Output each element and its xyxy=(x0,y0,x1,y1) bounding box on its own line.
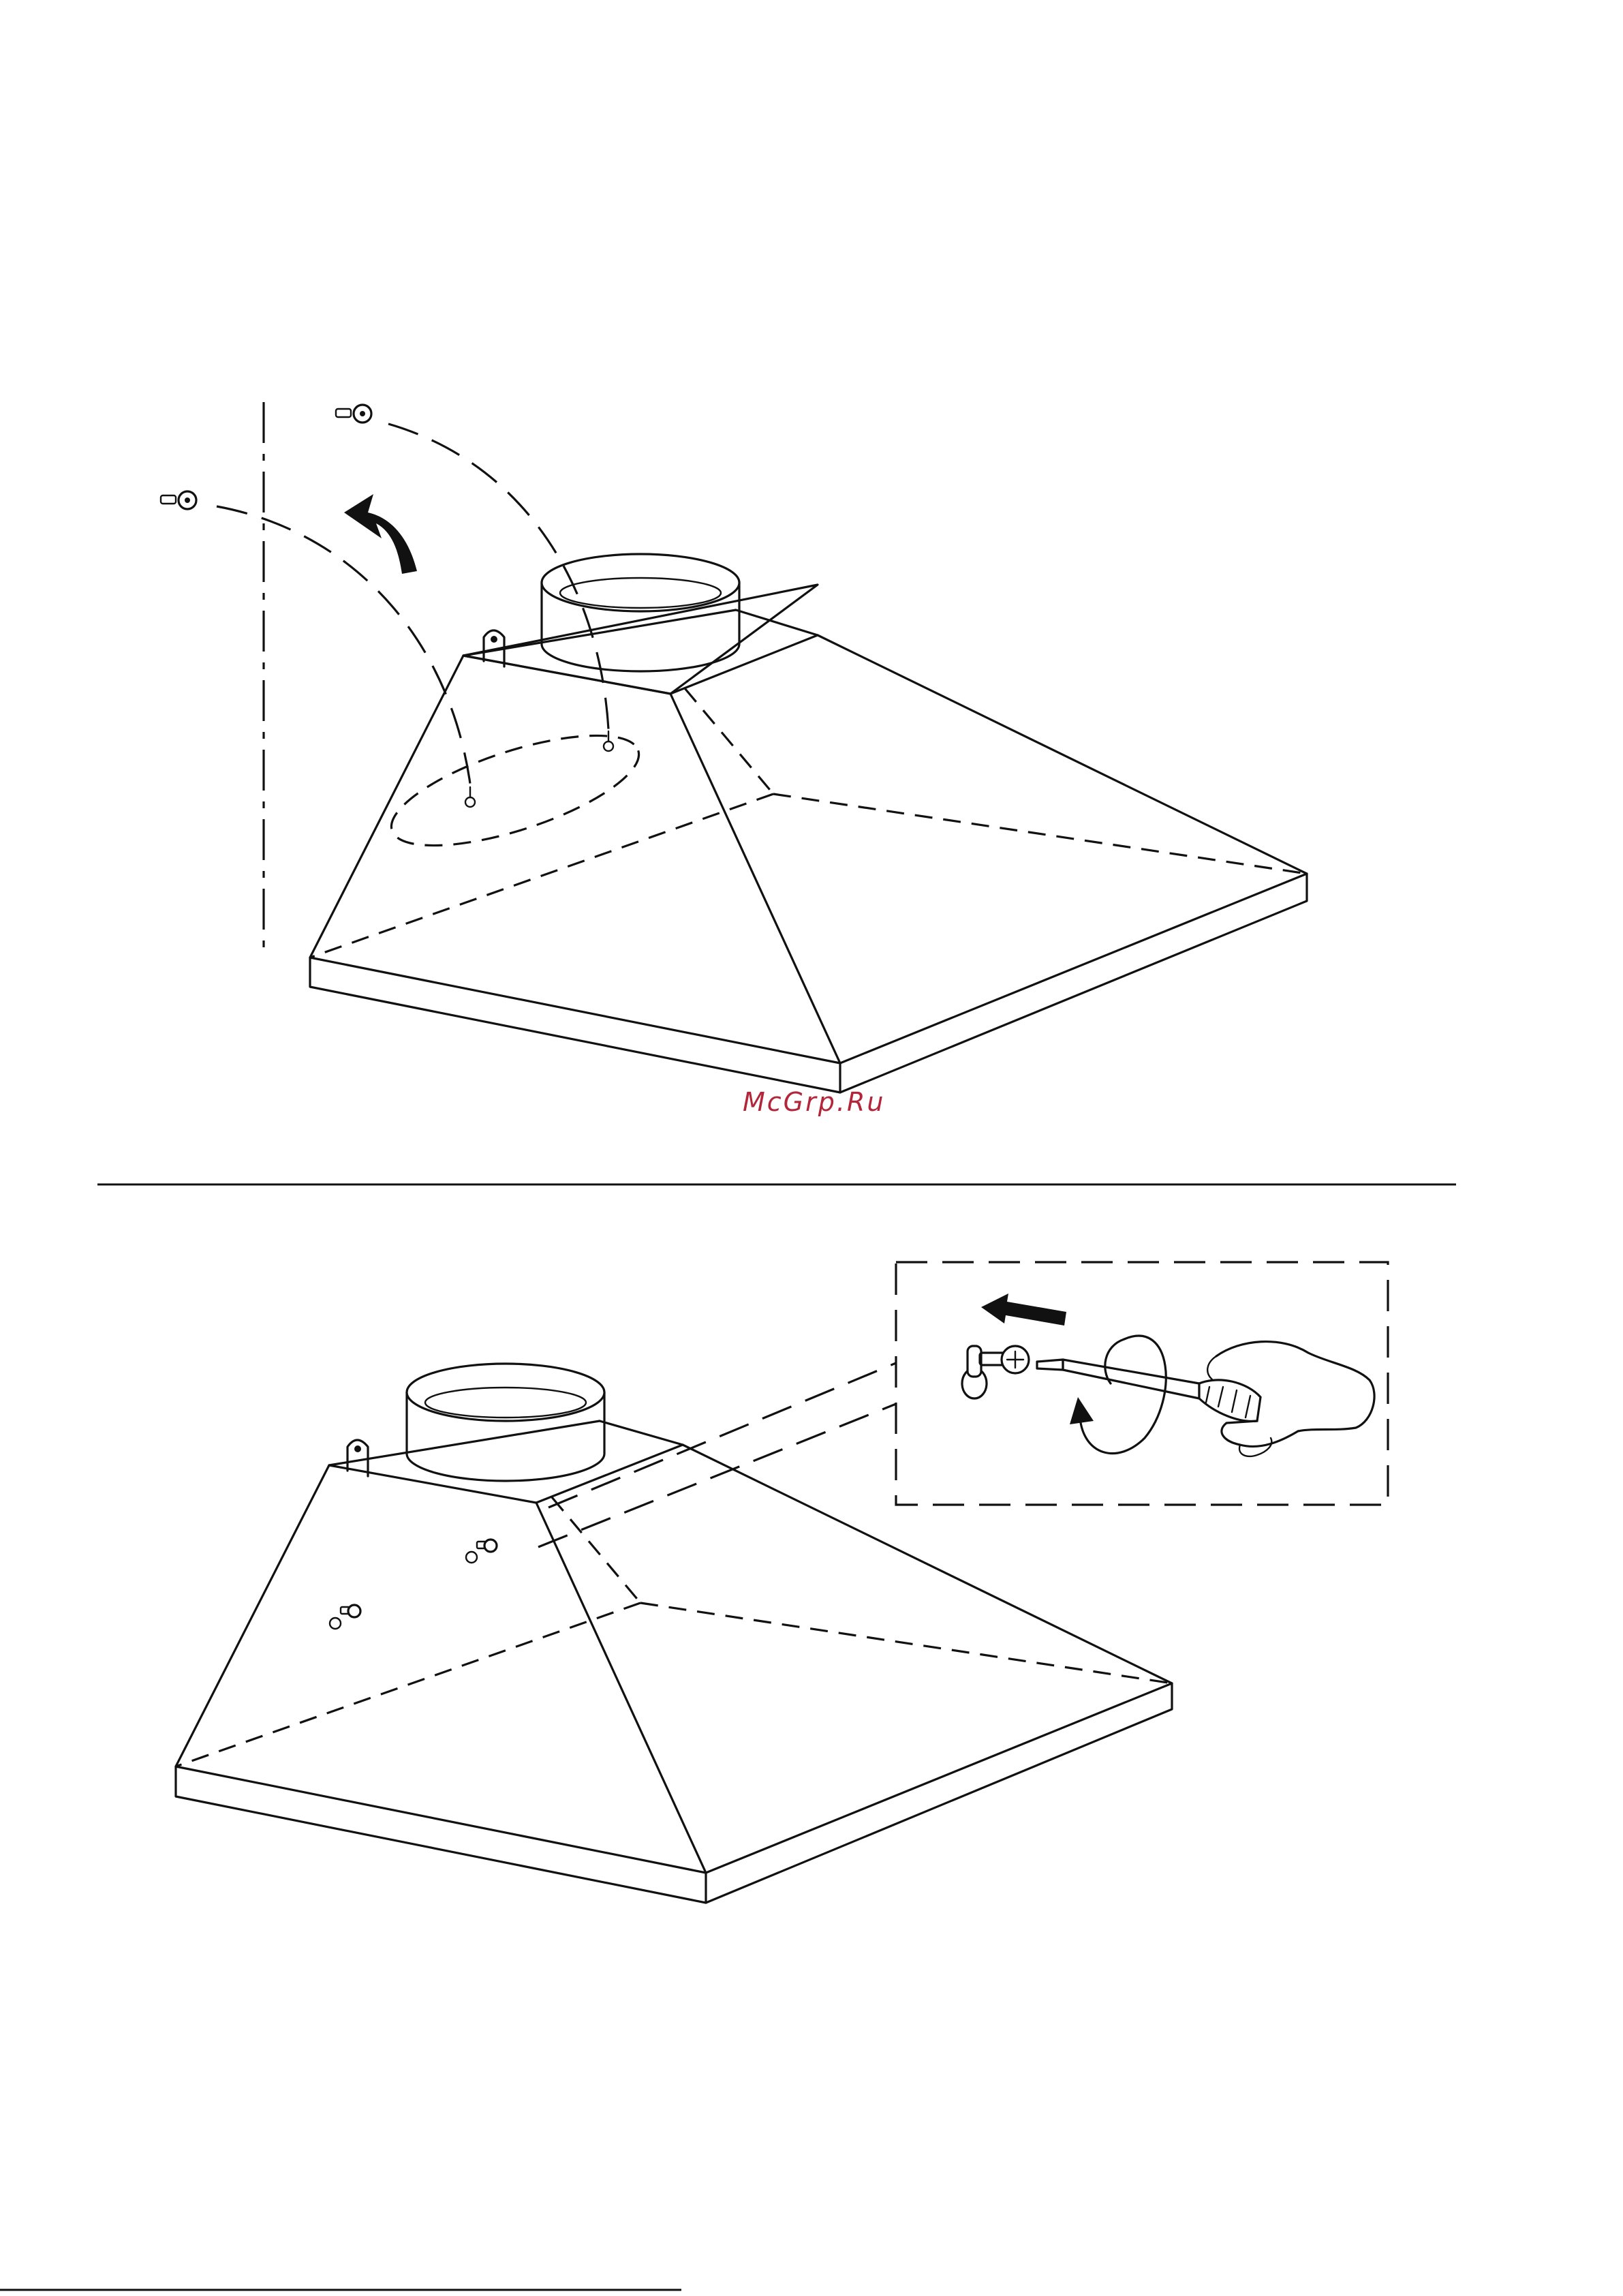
duct-collar xyxy=(542,554,739,671)
callout-line xyxy=(538,1404,896,1547)
screw-icon xyxy=(336,405,371,423)
screw-icon xyxy=(330,1605,360,1629)
hood-rim xyxy=(310,874,1307,1092)
screw-path-1 xyxy=(217,506,470,784)
screw-icon xyxy=(980,1346,1029,1373)
duct-collar xyxy=(407,1364,604,1481)
rotate-arrow-icon xyxy=(1070,1336,1166,1454)
screw-icon xyxy=(466,1540,497,1563)
figure-1-hood-wall-mounting xyxy=(161,402,1307,1092)
keyhole-highlight xyxy=(380,713,650,868)
hood-body-top xyxy=(310,585,1307,1092)
watermark-text: McGrp.Ru xyxy=(743,1087,885,1117)
hood-front-edge xyxy=(670,694,840,1063)
arrow-left-icon xyxy=(981,1294,1066,1326)
screwdriver-icon xyxy=(1037,1360,1261,1421)
hood-rim xyxy=(176,1683,1172,1903)
hood-right-edge xyxy=(683,1445,1172,1683)
rotate-arrow-icon xyxy=(344,494,417,574)
screw-icon xyxy=(161,491,196,509)
hood-front-edge xyxy=(536,1503,706,1873)
detail-callout-box xyxy=(896,1262,1388,1505)
figure-2-screw-tightening xyxy=(176,1262,1388,1903)
